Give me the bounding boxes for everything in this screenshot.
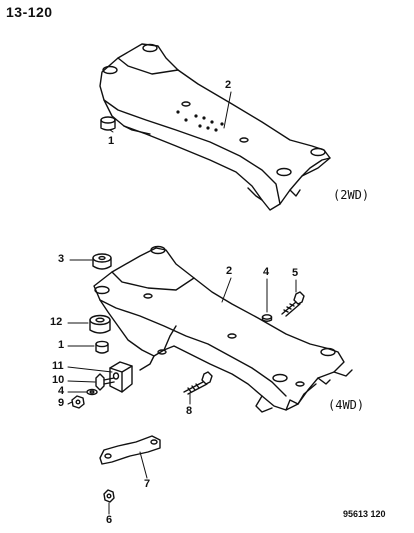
callout-brace-7: 7 bbox=[144, 478, 151, 490]
variant-label-2wd: (2WD) bbox=[333, 188, 370, 202]
bolt-5 bbox=[281, 291, 305, 317]
callout-bushing-1: 1 bbox=[58, 339, 65, 351]
variant-label-4wd: (4WD) bbox=[328, 398, 365, 412]
callout-bushing-3: 3 bbox=[58, 253, 65, 265]
callout-bolt-10: 10 bbox=[52, 374, 65, 386]
callout-bushing-12: 12 bbox=[50, 316, 63, 328]
callout-crossmember-2wd: 2 bbox=[225, 79, 232, 91]
washer-4-left bbox=[86, 388, 98, 396]
callout-washer-4-left: 4 bbox=[58, 385, 65, 397]
figure-code: 95613 120 bbox=[343, 509, 386, 519]
bolt-10 bbox=[95, 373, 115, 391]
callout-bushing-2wd: 1 bbox=[108, 135, 115, 147]
page-id: 13-120 bbox=[6, 4, 53, 20]
callout-bolt-8: 8 bbox=[186, 405, 193, 417]
nut-9 bbox=[71, 395, 85, 409]
callout-washer-4-right: 4 bbox=[263, 266, 270, 278]
nut-6 bbox=[103, 489, 115, 503]
crossmember-4wd bbox=[93, 245, 353, 413]
washer-4-right bbox=[261, 314, 273, 322]
bracket-11 bbox=[109, 361, 133, 393]
bushing-12 bbox=[89, 314, 111, 334]
callout-bolt-5: 5 bbox=[292, 267, 299, 279]
bolt-8 bbox=[183, 371, 213, 395]
callout-bracket-11: 11 bbox=[52, 360, 64, 372]
bushing-1 bbox=[95, 340, 109, 354]
bushing-3 bbox=[92, 253, 112, 270]
crossmember-2wd bbox=[99, 43, 331, 211]
bushing-2wd bbox=[100, 116, 116, 131]
callout-nut-6: 6 bbox=[106, 514, 113, 526]
callout-crossmember-4wd: 2 bbox=[226, 265, 233, 277]
callout-nut-9: 9 bbox=[58, 397, 65, 409]
brace-7 bbox=[99, 435, 161, 465]
